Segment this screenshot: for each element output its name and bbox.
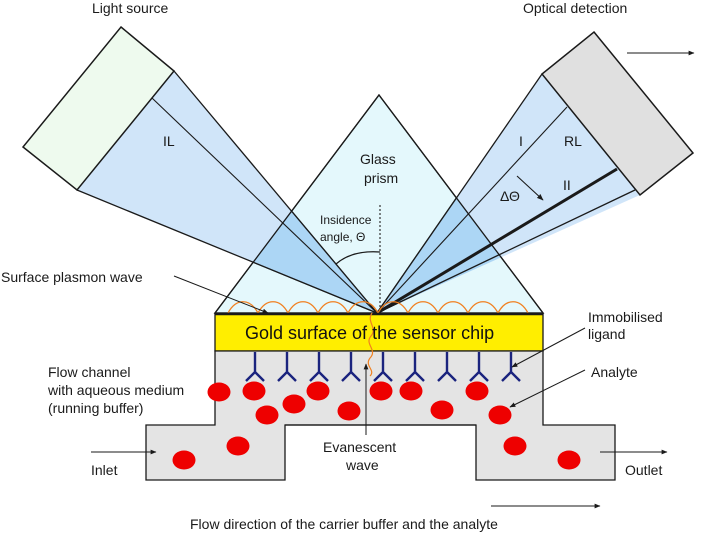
ligand [501,352,521,382]
beam-ii-label: II [563,177,571,193]
analyte-particle [282,394,306,414]
incidence-angle-label-line1: Insidence [320,213,372,227]
analyte-label: Analyte [591,364,638,380]
flow-channel-label-line3: (running buffer) [48,400,143,416]
evanescent-wave-label-line1: Evanescent [323,439,396,455]
analyte-particle [242,381,266,401]
analyte-particle [306,381,330,401]
analyte-particle [465,381,489,401]
flow-direction-label: Flow direction of the carrier buffer and… [190,516,498,532]
analyte-particle [337,401,361,421]
light-source-label: Light source [92,0,168,16]
reflected-light-label: RL [564,133,582,149]
incident-light-label: IL [163,133,175,149]
analyte-pointer [509,369,586,408]
ligand [277,352,297,382]
beam-i-label: I [519,133,523,149]
optical-detection-label: Optical detection [523,0,627,16]
flow-channel-label-line2: with aqueous medium [47,382,184,398]
analyte-particles [172,381,581,470]
ligand [341,352,361,382]
analyte-particle [399,381,423,401]
outlet-label: Outlet [625,462,662,478]
evanescent-wave [367,312,374,377]
evanescent-wave-label-line2: wave [345,457,379,473]
delta-theta-label: ΔΘ [500,188,520,204]
ligand [245,352,265,382]
incidence-angle-arc [335,251,381,265]
flow-channel-label-line1: Flow channel [48,364,131,380]
analyte-particle [557,450,581,470]
light-source-box [21,25,176,192]
ligand [405,352,425,382]
surface-plasmon-wave-pointer [173,275,269,314]
analyte-particle [369,381,393,401]
inlet-label: Inlet [91,462,118,478]
glass-prism-label-line1: Glass [360,151,396,167]
immobilised-ligand-pointer [511,327,586,368]
flow-channel [145,350,616,481]
ligand [469,352,489,382]
analyte-particle [488,405,512,425]
analyte-particle [503,436,527,456]
glass-prism-label-line2: prism [364,170,398,186]
immobilised-ligands [245,352,521,382]
analyte-particle [207,382,231,402]
detector-box [540,30,695,197]
analyte-particle [172,450,196,470]
immobilised-ligand-label-line1: Immobilised [588,309,663,325]
analyte-particle [226,436,250,456]
delta-theta-arrow [516,175,544,201]
ligand [309,352,329,382]
surface-plasmon-wave-label: Surface plasmon wave [1,269,143,285]
analyte-particle [430,400,454,420]
analyte-particle [255,405,279,425]
incidence-angle-label-line2: angle, Θ [320,230,365,244]
immobilised-ligand-label-line2: ligand [588,326,625,342]
ligand [437,352,457,382]
ligand [373,352,393,382]
gold-surface-label: Gold surface of the sensor chip [245,323,494,343]
